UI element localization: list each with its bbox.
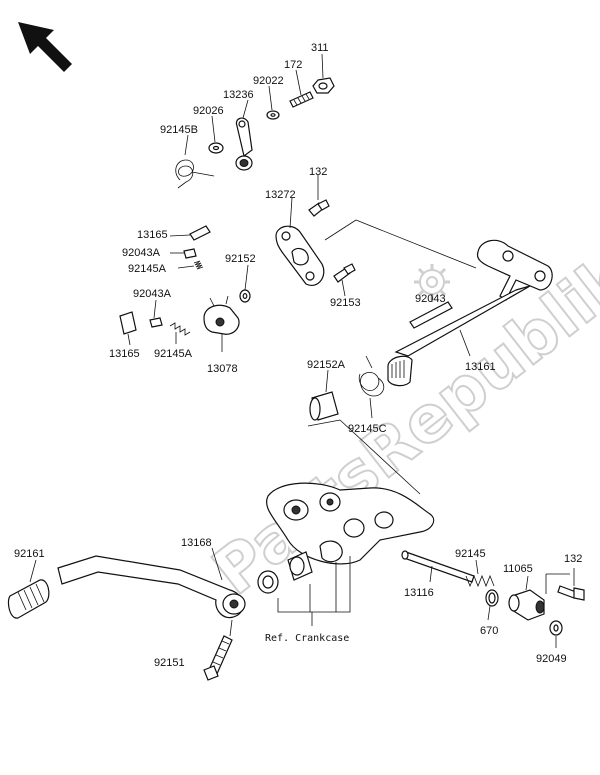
label-13161: 13161: [465, 361, 496, 373]
watermark: PartsRepublik: [199, 239, 600, 611]
label-92145A-bottom: 92145A: [154, 348, 193, 360]
label-92152A: 92152A: [307, 359, 346, 371]
label-311: 311: [311, 42, 329, 54]
shift-lever-13168: [57, 547, 246, 619]
washer-92022: [266, 85, 280, 120]
oring-670: [485, 589, 499, 621]
clip-13165-bottom: [119, 311, 137, 346]
top-spring-cluster: [175, 53, 335, 189]
label-132-top: 132: [309, 166, 327, 178]
collar-92152A: [309, 369, 339, 421]
label-92022: 92022: [253, 75, 284, 87]
label-13116: 13116: [404, 587, 434, 599]
spring-92145B: [175, 134, 215, 189]
label-13078: 13078: [207, 363, 238, 375]
bearing-set: [257, 540, 351, 626]
label-92152: 92152: [225, 253, 256, 265]
bolt-132-right: [557, 568, 585, 601]
label-92026: 92026: [193, 105, 224, 117]
crankcase: [266, 419, 435, 565]
label-92151: 92151: [154, 657, 185, 669]
bolt-172: [289, 69, 314, 108]
arm-13236: [235, 99, 253, 171]
washer-92026: [208, 115, 224, 154]
label-172: 172: [284, 59, 302, 71]
pin-92043: [409, 294, 453, 329]
bolt-132-top: [308, 175, 330, 217]
label-92161: 92161: [14, 548, 45, 560]
label-13168: 13168: [181, 537, 212, 549]
label-13165-bottom: 13165: [109, 348, 140, 360]
label-92153: 92153: [330, 297, 361, 309]
washer-92049: [549, 620, 563, 648]
washer-92152: [239, 264, 251, 303]
label-92145: 92145: [455, 548, 486, 560]
shift-shaft-13161: [324, 219, 553, 387]
spring-92145A-bottom: [169, 322, 191, 344]
label-13165-top: 13165: [137, 229, 168, 241]
claw-13078: [203, 295, 240, 352]
label-92043A-top: 92043A: [122, 247, 161, 259]
joint-11065: [508, 573, 570, 621]
label-92145B: 92145B: [160, 124, 198, 136]
middle-left-cluster: [119, 175, 356, 352]
reference-note: Ref. Crankcase: [265, 633, 349, 644]
pin-92043A-mid: [149, 299, 163, 328]
label-92043A-mid: 92043A: [133, 288, 172, 300]
spring-92145: [465, 559, 495, 588]
label-92145C: 92145C: [348, 423, 387, 435]
pin-92043A-top: [170, 248, 197, 259]
label-92043: 92043: [415, 293, 446, 305]
label-132-right: 132: [564, 553, 582, 565]
label-13236: 13236: [223, 89, 254, 101]
screw-92153: [333, 263, 356, 297]
part-labels: 311 172 92022 13236 92026 92145B 132 132…: [14, 42, 582, 669]
label-670: 670: [480, 625, 498, 637]
arrow-up-left-icon: [18, 22, 72, 72]
plate-13272: [275, 197, 325, 286]
label-11065: 11065: [503, 563, 533, 575]
pedal-rubber-92161: [7, 559, 50, 619]
nut-311: [312, 53, 335, 94]
label-92145A-top: 92145A: [128, 263, 167, 275]
label-13272: 13272: [265, 189, 296, 201]
spring-92145C: [358, 355, 385, 419]
watermark-text: PartsRepublik: [200, 240, 600, 610]
label-92049: 92049: [536, 653, 567, 665]
bolt-92151: [203, 619, 233, 681]
spring-92145A-top: [177, 260, 204, 270]
clip-13165-top: [169, 225, 211, 241]
